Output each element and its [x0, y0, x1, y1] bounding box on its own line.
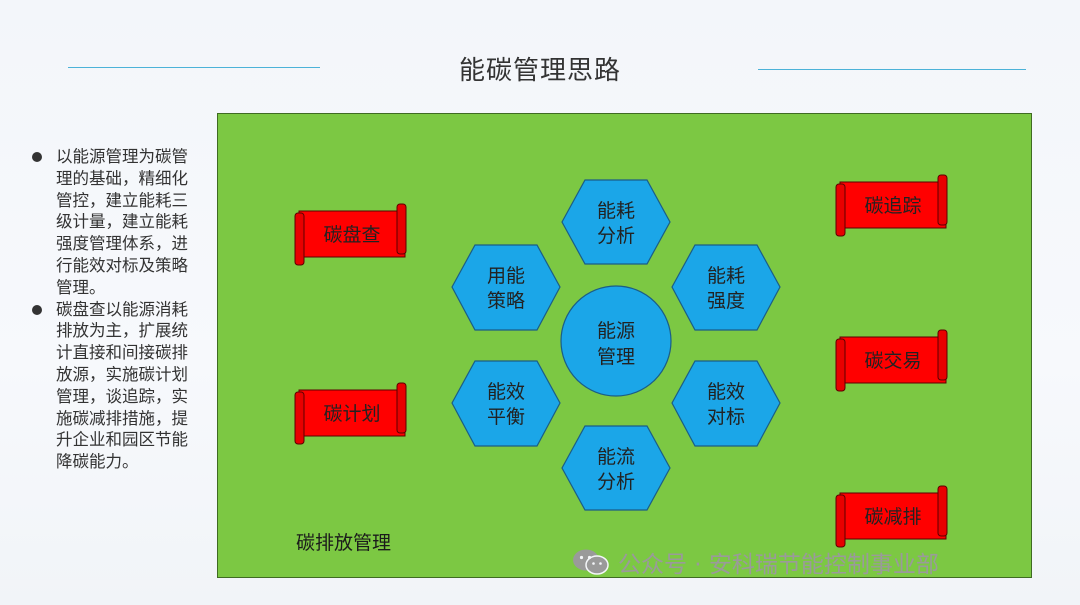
title-rule-right — [758, 69, 1026, 70]
page-title: 能碳管理思路 — [458, 56, 621, 86]
hex-label-1: 能耗 — [707, 265, 745, 287]
bullet-item: 以能源管理为碳管理的基础，精细化管控，建立能耗三级计量，建立能耗强度管理体系，进… — [30, 146, 190, 299]
scroll-label: 碳计划 — [323, 403, 380, 425]
hex-label-2: 分析 — [597, 225, 635, 247]
center-label-1: 能源 — [597, 320, 635, 342]
watermark: 公众号 · 安科瑞节能控制事业部 — [572, 545, 939, 579]
wechat-icon — [573, 549, 609, 575]
scroll-banner: 碳交易 — [835, 329, 948, 392]
panel-label: 碳排放管理 — [296, 532, 392, 554]
center-node: 能源 管理 — [560, 285, 672, 397]
hex-node: 能耗 分析 — [561, 179, 671, 265]
hex-node: 能耗 强度 — [671, 244, 781, 331]
scroll-banner: 碳计划 — [294, 382, 407, 445]
title-rule-left — [68, 67, 320, 68]
bullet-list: 以能源管理为碳管理的基础，精细化管控，建立能耗三级计量，建立能耗强度管理体系，进… — [30, 146, 190, 473]
scroll-banner: 碳盘查 — [294, 203, 407, 266]
hex-label-1: 用能 — [487, 265, 525, 287]
hex-label-2: 对标 — [707, 406, 745, 428]
watermark-text: 公众号 · 安科瑞节能控制事业部 — [618, 552, 939, 578]
hex-label-2: 强度 — [707, 290, 745, 312]
scroll-label: 碳减排 — [864, 506, 921, 528]
scroll-label: 碳盘查 — [323, 224, 380, 246]
scroll-label: 碳追踪 — [864, 195, 921, 217]
bullet-item: 碳盘查以能源消耗排放为主，扩展统计直接和间接碳排放源，实施碳计划管理，谈追踪，实… — [30, 299, 190, 473]
hex-label-2: 策略 — [487, 290, 525, 312]
scroll-banner: 碳追踪 — [835, 174, 948, 237]
hex-label-2: 平衡 — [487, 406, 525, 428]
center-label-2: 管理 — [597, 346, 635, 368]
hex-label-1: 能效 — [487, 381, 525, 403]
hex-node: 用能 策略 — [451, 244, 561, 331]
hex-label-1: 能耗 — [597, 200, 635, 222]
hex-label-2: 分析 — [597, 471, 635, 493]
scroll-label: 碳交易 — [864, 350, 921, 372]
hex-node: 能流 分析 — [561, 425, 671, 511]
scroll-banner: 碳减排 — [835, 485, 948, 548]
hex-label-1: 能效 — [707, 381, 745, 403]
hex-label-1: 能流 — [597, 446, 635, 468]
hex-node: 能效 平衡 — [451, 360, 561, 447]
hex-node: 能效 对标 — [671, 360, 781, 447]
